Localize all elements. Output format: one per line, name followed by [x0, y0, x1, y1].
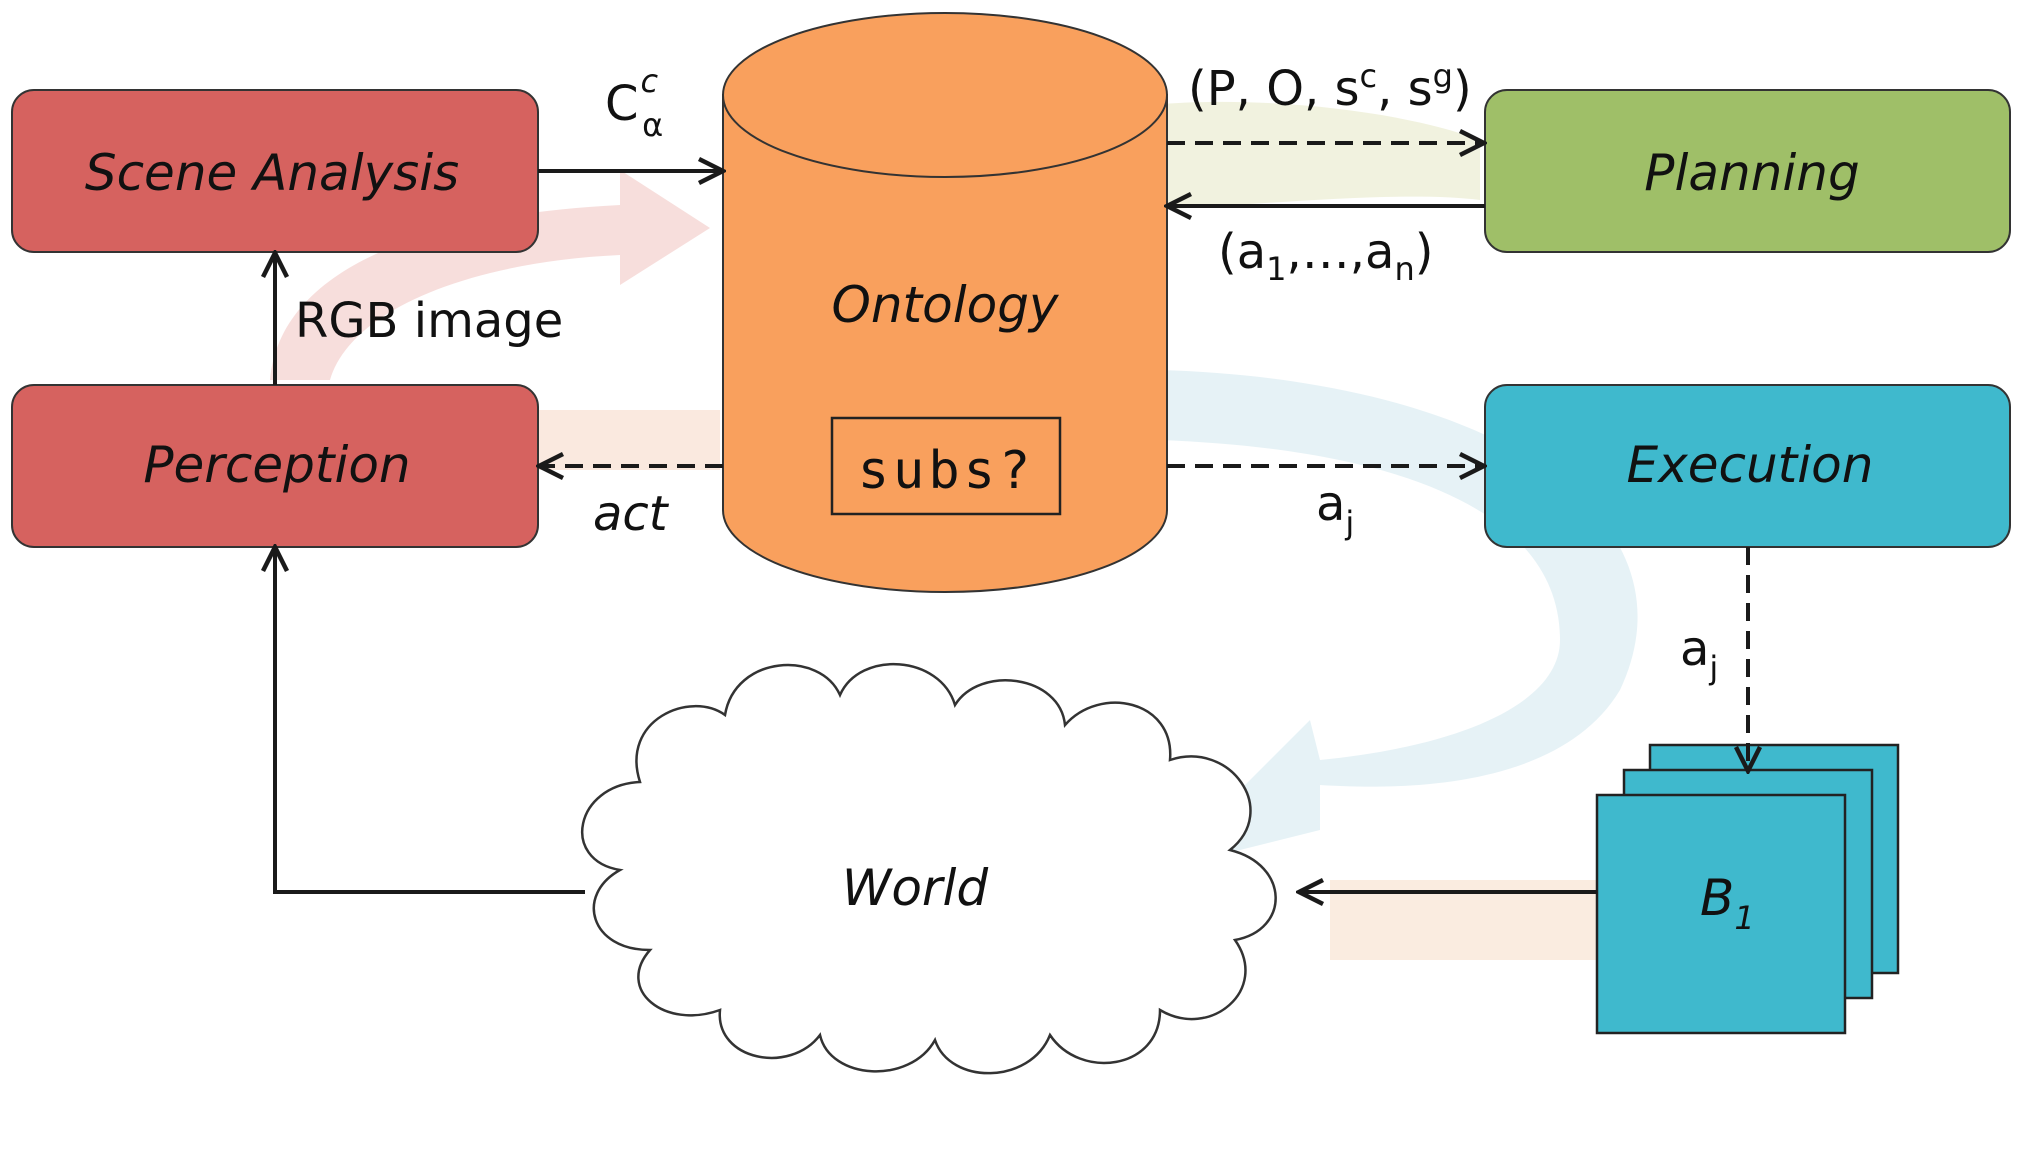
connectors	[275, 143, 1748, 892]
flow-arrow-behaviour-to-world	[1330, 880, 1600, 960]
behaviour-label: B1	[1700, 869, 1755, 937]
action-to-behaviour-label: aj	[1680, 621, 1718, 687]
problem-definition-label: (P, O, sc, sg)	[1188, 57, 1472, 117]
behaviour-stack: B1	[1595, 743, 1900, 1035]
action-to-execution-label: aj	[1316, 476, 1354, 542]
subs-query-label: subs?	[858, 441, 1035, 501]
ontology-label: Ontology	[831, 276, 1059, 334]
execution-block: Execution	[1484, 384, 2011, 548]
flow-arrow-perception-to-ontology	[270, 170, 710, 380]
plan-label: (a1,…,an)	[1218, 224, 1433, 288]
planning-label: Planning	[1644, 144, 1859, 202]
rgb-image-label: RGB image	[295, 293, 563, 349]
perception-block: Perception	[11, 384, 539, 548]
world-cloud: World	[581, 663, 1277, 1075]
flow-arrow-ontology-planning-loop	[1150, 101, 1480, 210]
scene-analysis-block: Scene Analysis	[11, 89, 539, 253]
planning-block: Planning	[1484, 89, 2011, 253]
scene-analysis-label: Scene Analysis	[85, 144, 459, 202]
behaviour-card-front	[1595, 793, 1847, 1035]
act-label: act	[593, 486, 670, 542]
ontology-database: Ontology subs?	[722, 12, 1168, 593]
execution-label: Execution	[1627, 436, 1874, 494]
arrow-world-to-perception	[275, 550, 585, 894]
world-label: World	[842, 859, 988, 917]
subs-query-box	[830, 416, 1062, 516]
perception-label: Perception	[143, 436, 410, 494]
flow-arrow-ontology-to-perception	[520, 410, 720, 470]
